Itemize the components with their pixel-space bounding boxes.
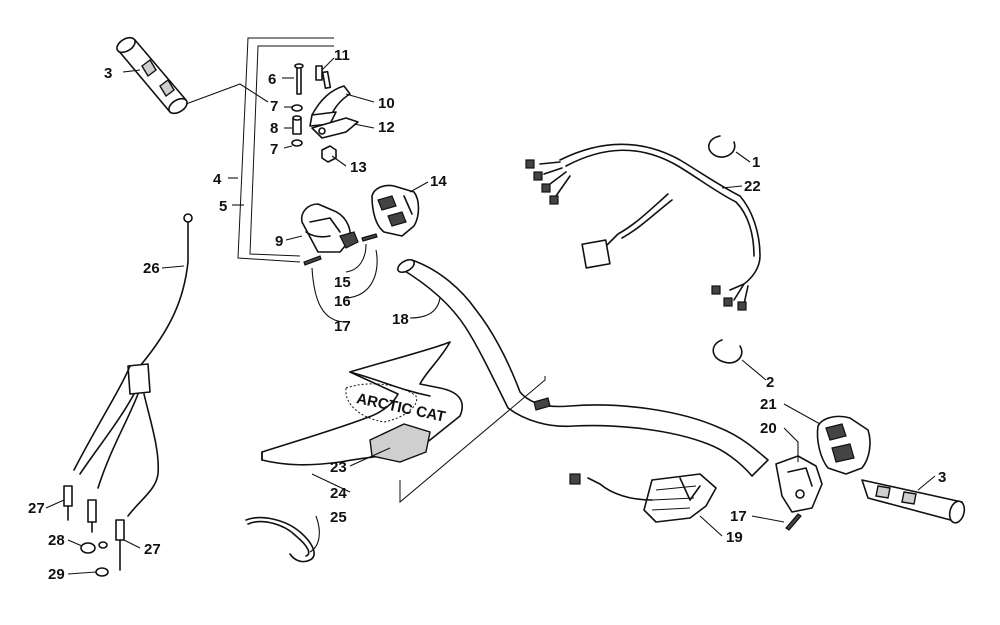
bushing-8 xyxy=(292,115,302,135)
clamp-1 xyxy=(708,135,736,158)
plug-boot-27a xyxy=(63,485,73,521)
right-grip xyxy=(861,479,966,524)
throttle-housing-9 xyxy=(300,203,359,253)
callout-10: 10 xyxy=(378,95,395,112)
callout-3-right: 3 xyxy=(938,469,946,486)
callout-3-left: 3 xyxy=(104,65,112,82)
washer-7b xyxy=(291,139,303,147)
callout-28: 28 xyxy=(48,532,65,549)
callout-6: 6 xyxy=(268,71,276,88)
callout-12: 12 xyxy=(378,119,395,136)
callout-27-left: 27 xyxy=(28,500,45,517)
heater-element-19 xyxy=(569,473,717,523)
strap-25 xyxy=(245,516,315,563)
pad-guide xyxy=(399,376,546,504)
pin-6 xyxy=(294,63,304,95)
grommet-28 xyxy=(80,541,108,554)
clamp-2 xyxy=(712,339,743,364)
left-grip xyxy=(116,36,188,115)
washer-7a xyxy=(291,104,303,112)
callout-16: 16 xyxy=(334,293,351,310)
washer-29 xyxy=(95,567,109,577)
choke-cable-26 xyxy=(73,213,193,517)
callout-8: 8 xyxy=(270,120,278,137)
callout-14: 14 xyxy=(430,173,447,190)
leaders xyxy=(45,57,936,575)
screw-17a xyxy=(303,255,322,266)
callout-17-left: 17 xyxy=(334,318,351,335)
lever-12 xyxy=(311,117,359,139)
callout-29: 29 xyxy=(48,566,65,583)
callout-27-right: 27 xyxy=(144,541,161,558)
callout-19: 19 xyxy=(726,529,743,546)
callout-13: 13 xyxy=(350,159,367,176)
switch-housing-21 xyxy=(816,415,871,475)
callouts: 3 6 11 7 10 8 12 7 13 4 14 5 9 15 16 17 … xyxy=(28,47,946,583)
callout-11: 11 xyxy=(334,47,350,64)
nut-13 xyxy=(321,145,337,163)
grip-leader xyxy=(185,83,269,105)
callout-22: 22 xyxy=(744,178,761,195)
callout-18: 18 xyxy=(392,311,409,328)
wiring-harness-22 xyxy=(525,143,761,311)
callout-5: 5 xyxy=(219,198,227,215)
callout-26: 26 xyxy=(143,260,160,277)
magnet-11 xyxy=(315,65,332,90)
bracket-20 xyxy=(775,455,823,513)
callout-7-lower: 7 xyxy=(270,141,278,158)
callout-17-right: 17 xyxy=(730,508,747,525)
callout-23: 23 xyxy=(330,459,347,476)
screw-17b xyxy=(785,513,802,531)
screw-15 xyxy=(361,233,378,242)
callout-24: 24 xyxy=(330,485,347,502)
callout-21: 21 xyxy=(760,396,777,413)
callout-4: 4 xyxy=(213,171,222,188)
handlebar-pad-24: ARCTIC CAT xyxy=(261,341,464,466)
plug-boot-27b xyxy=(115,519,125,571)
callout-9: 9 xyxy=(275,233,283,250)
callout-2: 2 xyxy=(766,374,774,391)
callout-20: 20 xyxy=(760,420,777,437)
group-bracket xyxy=(237,37,334,263)
callout-7-upper: 7 xyxy=(270,98,278,115)
callout-1: 1 xyxy=(752,154,760,171)
callout-15: 15 xyxy=(334,274,351,291)
plug-boot-28 xyxy=(87,499,97,533)
handlebar-18 xyxy=(397,258,769,477)
switch-housing-14 xyxy=(371,184,420,237)
callout-25: 25 xyxy=(330,509,347,526)
